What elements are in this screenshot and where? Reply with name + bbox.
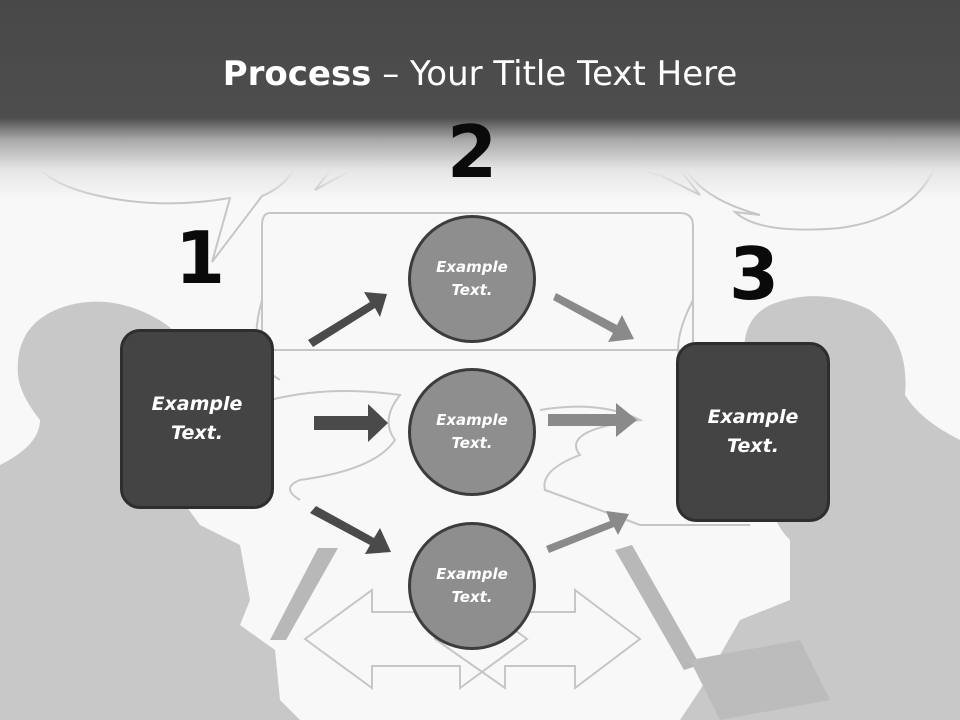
laptop-left <box>270 548 338 640</box>
title-bold: Process <box>222 54 372 94</box>
circle-middle-text: Example Text. <box>436 411 508 452</box>
step-2-circle-top: Example Text. <box>408 215 536 343</box>
step-3-box: Example Text. <box>676 342 830 522</box>
arrow-down-right <box>553 293 634 342</box>
arrow-down-left <box>310 506 391 554</box>
process-arrows <box>308 292 637 554</box>
step-number-3: 3 <box>728 232 780 316</box>
laptop-right <box>615 545 700 670</box>
person-silhouette-left <box>0 301 300 720</box>
arrow-right-left <box>314 404 388 442</box>
keyboard-right <box>690 640 830 720</box>
circle-top-text: Example Text. <box>436 258 508 299</box>
step-1-box: Example Text. <box>120 329 274 509</box>
arrow-right-right <box>548 403 637 437</box>
step-2-circle-middle: Example Text. <box>408 368 536 496</box>
step-number-1: 1 <box>174 216 226 300</box>
step-number-2: 2 <box>446 110 498 194</box>
title-bar <box>0 0 960 200</box>
arrow-up-left <box>308 292 387 347</box>
step-3-text: Example Text. <box>707 406 799 457</box>
step-2-circle-bottom: Example Text. <box>408 522 536 650</box>
slide-title: Process – Your Title Text Here <box>0 52 960 96</box>
step-1-text: Example Text. <box>151 393 243 444</box>
title-rest: – Your Title Text Here <box>371 54 738 94</box>
arrow-up-right <box>546 511 629 553</box>
circle-bottom-text: Example Text. <box>436 565 508 606</box>
